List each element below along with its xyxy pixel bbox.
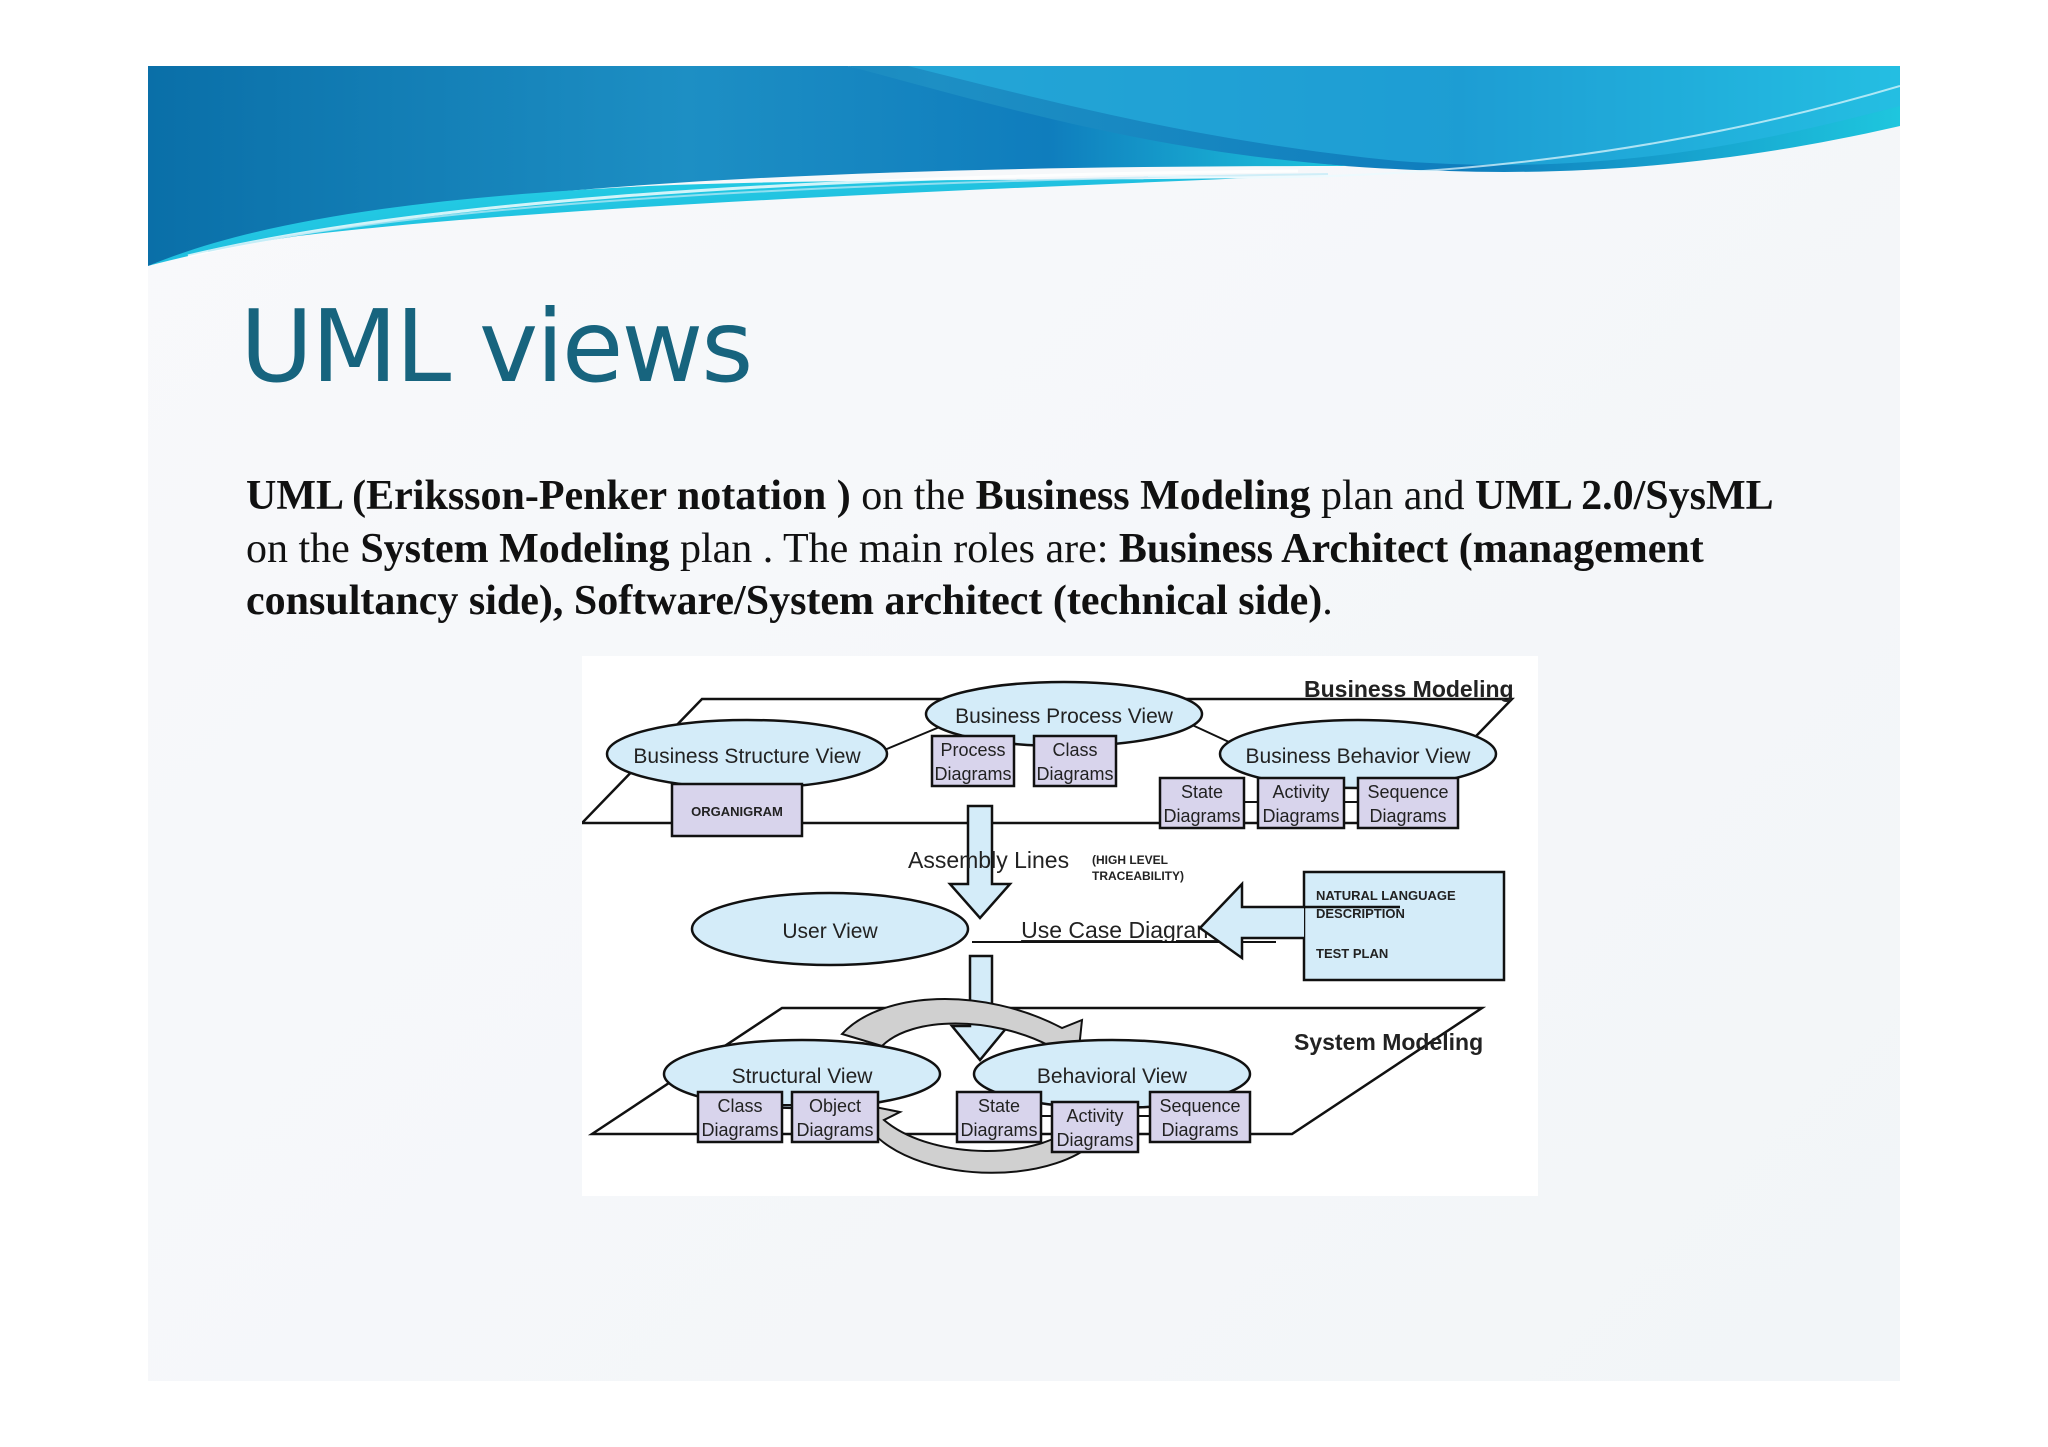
organigram-box	[670, 782, 804, 838]
activity-diagrams-label: Activity	[1272, 782, 1329, 802]
traceability-label: TRACEABILITY)	[1092, 869, 1184, 883]
cycle-arrow-icon	[840, 998, 1084, 1060]
business-behavior-view-label: Business Behavior View	[1246, 745, 1472, 768]
state-diagrams-label: State	[978, 1096, 1020, 1116]
assembly-lines-label: Assembly Lines	[908, 847, 1069, 873]
activity-diagrams-box-bottom	[1050, 1100, 1140, 1154]
sequence-diagrams-label: Diagrams	[1161, 1120, 1238, 1140]
class-diagrams-label: Diagrams	[701, 1120, 778, 1140]
traceability-label: (HIGH LEVEL	[1092, 853, 1168, 867]
class-diagrams-box-top	[1032, 734, 1118, 788]
natural-language-label: NATURAL LANGUAGE	[1316, 888, 1456, 903]
body-text-segment	[563, 578, 574, 624]
object-diagrams-box	[790, 1090, 880, 1144]
test-plan-label: TEST PLAN	[1316, 946, 1388, 961]
body-text-segment: .	[1322, 578, 1333, 624]
activity-diagrams-label: Diagrams	[1262, 806, 1339, 826]
class-diagrams-box-bottom	[696, 1090, 784, 1144]
body-text-segment: plan and	[1310, 473, 1475, 519]
system-modeling-label: System Modeling	[1294, 1029, 1483, 1055]
process-diagrams-box	[930, 734, 1016, 788]
class-diagrams-label: Diagrams	[1036, 764, 1113, 784]
state-diagrams-label: Diagrams	[1163, 806, 1240, 826]
class-diagrams-label: Class	[1052, 740, 1097, 760]
body-text-segment: UML 2.0/SysML	[1474, 473, 1774, 519]
activity-diagrams-box-top	[1256, 776, 1346, 830]
uml-views-diagram: Business Modeling Business Process View …	[582, 656, 1538, 1196]
use-case-diagrams-label: Use Case Diagrams	[1021, 917, 1227, 943]
sequence-diagrams-label: Diagrams	[1369, 806, 1446, 826]
business-structure-view-label: Business Structure View	[633, 745, 861, 768]
body-paragraph: UML (Eriksson-Penker notation ) on the B…	[246, 470, 1806, 628]
object-diagrams-label: Diagrams	[796, 1120, 873, 1140]
organigram-label: ORGANIGRAM	[691, 804, 783, 819]
activity-diagrams-label: Diagrams	[1056, 1130, 1133, 1150]
header-banner	[148, 66, 1900, 266]
body-text-segment: Software/System architect (technical sid…	[573, 578, 1323, 624]
body-text-segment: Business Modeling	[975, 473, 1311, 519]
body-text-segment: plan . The main roles are:	[669, 525, 1119, 572]
user-view	[690, 891, 970, 967]
down-arrow-icon	[947, 804, 1013, 920]
body-text-segment: UML (Eriksson-Penker notation )	[246, 473, 851, 519]
user-view-label: User View	[782, 920, 878, 943]
left-arrow-icon	[1198, 880, 1400, 961]
body-text-segment: on the	[850, 473, 976, 519]
process-diagrams-label: Process	[940, 740, 1005, 760]
behavioral-view-label: Behavioral View	[1037, 1065, 1188, 1088]
business-modeling-label: Business Modeling	[1304, 676, 1514, 702]
state-diagrams-label: State	[1181, 782, 1223, 802]
body-text-segment: on the	[246, 525, 361, 572]
sequence-diagrams-box-bottom	[1148, 1090, 1252, 1144]
object-diagrams-label: Object	[809, 1096, 861, 1116]
page-title: UML views	[240, 288, 753, 405]
business-process-view-label: Business Process View	[955, 705, 1174, 728]
body-text-segment: System Modeling	[360, 525, 670, 572]
class-diagrams-label: Class	[717, 1096, 762, 1116]
activity-diagrams-label: Activity	[1066, 1106, 1123, 1126]
sequence-diagrams-label: Sequence	[1159, 1096, 1240, 1116]
natural-language-label: DESCRIPTION	[1316, 906, 1405, 921]
process-diagrams-label: Diagrams	[934, 764, 1011, 784]
slide: UML views UML (Eriksson-Penker notation …	[148, 66, 1900, 1381]
structural-view-label: Structural View	[732, 1065, 874, 1088]
sequence-diagrams-label: Sequence	[1367, 782, 1448, 802]
sequence-diagrams-box-top	[1356, 776, 1460, 830]
state-diagrams-box-top	[1158, 776, 1246, 830]
state-diagrams-label: Diagrams	[960, 1120, 1037, 1140]
body-text-segment: Business Architect (management consultan…	[246, 525, 1704, 625]
state-diagrams-box-bottom	[955, 1090, 1043, 1144]
